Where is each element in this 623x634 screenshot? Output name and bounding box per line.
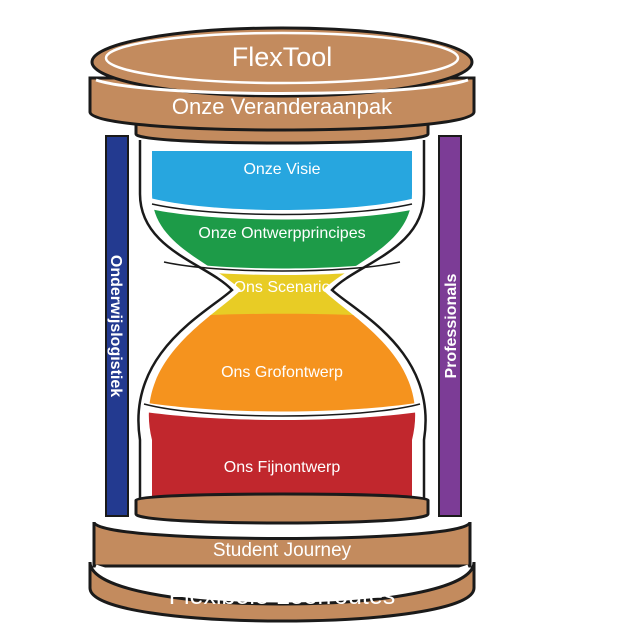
glass-outline [137,140,234,498]
layer-ons-grofontwerp [148,313,416,412]
hourglass-glass: Onze Visie Onze Ontwerpprincipes Ons Sce… [137,140,427,500]
right-pillar-bar [438,135,462,517]
left-pillar: Onderwijslogistiek [105,135,129,517]
left-pillar-bar [105,135,129,517]
bottom-subtitle: Student Journey [213,540,352,561]
top-cap: FlexTool Onze Veranderaanpak [88,26,476,145]
layer-label-onze-ontwerpprincipes: Onze Ontwerpprincipes [198,225,365,242]
bottom-cap-base [88,561,476,623]
left-pillar-label: Onderwijslogistiek [107,255,124,397]
layer-label-onze-visie: Onze Visie [243,161,320,178]
layer-ons-fijnontwerp [148,408,416,500]
bottom-title: Flexibele Leerroutes [169,582,396,610]
bottom-cap-band [92,520,472,568]
top-subtitle: Onze Veranderaanpak [172,94,393,119]
top-title: FlexTool [232,42,333,72]
layer-onze-ontwerpprincipes [150,209,416,269]
layer-onze-visie [150,151,416,210]
layer-label-ons-scenario: Ons Scenario [234,279,331,296]
right-pillar-label: Professionals [443,273,460,378]
right-pillar: Professionals [438,135,462,517]
layer-label-ons-grofontwerp: Ons Grofontwerp [221,364,343,381]
layer-label-ons-fijnontwerp: Ons Fijnontwerp [224,459,341,476]
bottom-cap: Student Journey Flexibele Leerroutes [88,492,476,623]
bottom-cap-top-rim [134,492,430,525]
